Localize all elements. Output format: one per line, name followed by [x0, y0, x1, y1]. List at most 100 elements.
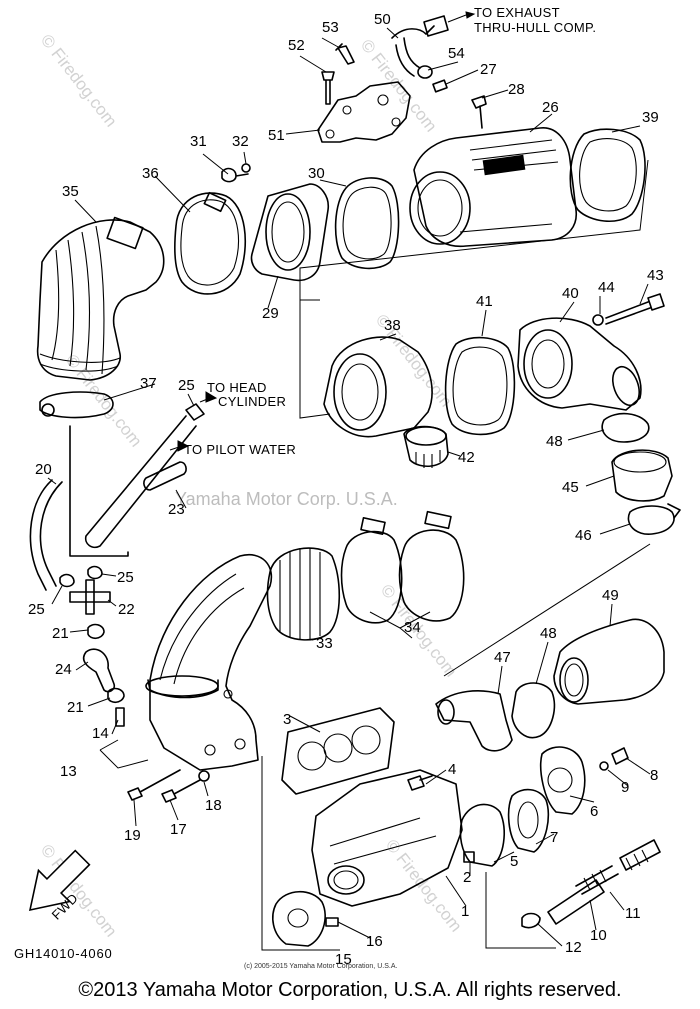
part-44-washer [592, 314, 604, 326]
callout-3: 3 [283, 711, 291, 728]
callout-6: 6 [590, 803, 598, 820]
callout-4: 4 [448, 761, 456, 778]
part-40-elbow [517, 317, 642, 411]
note-pilot-water: TO PILOT WATER [184, 442, 296, 457]
part-4-bolt [407, 775, 433, 791]
part-45-sleeve [611, 449, 673, 502]
callout-10: 10 [590, 927, 607, 944]
part-16-pin [325, 917, 339, 927]
part-41-gasket [444, 336, 516, 436]
part-15-flange [272, 890, 326, 947]
callout-48b: 48 [540, 625, 557, 642]
part-8-bolt [611, 747, 629, 765]
part-25-clip-left [59, 573, 75, 588]
part-17-bolt [161, 779, 201, 803]
callout-1: 1 [461, 903, 469, 920]
callout-48a: 48 [546, 433, 563, 450]
callout-25c: 25 [28, 601, 45, 618]
part-9-washer [599, 761, 609, 771]
callout-50: 50 [374, 11, 391, 28]
watermark-group: Yamaha Motor Corp. U.S.A. © Firedog.com … [37, 31, 466, 941]
part-37-clamp [39, 391, 114, 419]
part-27-pin [432, 79, 448, 93]
part-32-washer [241, 163, 251, 173]
callout-33: 33 [316, 635, 333, 652]
part-7-gasket [507, 788, 550, 853]
part-3-gasket [281, 707, 395, 795]
part-38-joint [323, 336, 433, 438]
part-18-washer [198, 770, 210, 782]
callout-35: 35 [62, 183, 79, 200]
part-6-cover [539, 746, 586, 815]
callout-38: 38 [384, 317, 401, 334]
note-thru-hull: THRU-HULL COMP. [474, 20, 596, 35]
callout-52: 52 [288, 37, 305, 54]
part-39-gasket [569, 128, 646, 222]
part-10-pipe [547, 879, 605, 925]
part-48-clamp-upper [601, 412, 650, 443]
left-hose-group [29, 403, 205, 727]
part-24-hose [82, 648, 116, 693]
part-34-clamp-left [340, 530, 403, 624]
part-26-exhaust-chamber [413, 127, 577, 248]
part-13-manifold [149, 553, 273, 771]
part-48-clamp-lower [511, 682, 556, 739]
callout-30: 30 [308, 165, 325, 182]
lower-manifold-assembly: FWD [28, 510, 665, 951]
part-46-clamp [627, 505, 675, 535]
callout-24: 24 [55, 661, 72, 678]
callout-25b: 25 [117, 569, 134, 586]
callout-15: 15 [335, 951, 352, 968]
part-51-bracket [317, 81, 411, 143]
callout-51: 51 [268, 127, 285, 144]
callout-22: 22 [118, 601, 135, 618]
part-35-hose [36, 219, 165, 381]
note-to-exhaust: TO EXHAUST [474, 5, 560, 20]
callout-36: 36 [142, 165, 159, 182]
watermark-site-3: © Firedog.com [62, 351, 146, 451]
part-54-clamp [417, 65, 433, 79]
copyright-footer: ©2013 Yamaha Motor Corporation, U.S.A. A… [78, 979, 622, 1001]
part-47-elbow [435, 690, 513, 752]
callout-21a: 21 [52, 625, 69, 642]
callout-39: 39 [642, 109, 659, 126]
part-19-bolt [127, 769, 181, 801]
callout-8: 8 [650, 767, 658, 784]
callout-13: 13 [60, 763, 77, 780]
callout-53: 53 [322, 19, 339, 36]
part-11-hose [575, 839, 661, 895]
callout-27: 27 [480, 61, 497, 78]
part-21-clamp-upper [87, 623, 105, 640]
part-50-hose [391, 25, 435, 77]
callout-42: 42 [458, 449, 475, 466]
part-30-gasket [334, 177, 400, 270]
callout-43: 43 [647, 267, 664, 284]
part-20-hose [29, 479, 63, 591]
callout-44: 44 [598, 279, 615, 296]
callout-32: 32 [232, 133, 249, 150]
callout-leaders [47, 27, 651, 947]
callout-18: 18 [205, 797, 222, 814]
part-34-clamp-right [398, 529, 465, 622]
callout-7: 7 [550, 829, 558, 846]
callout-34: 34 [404, 619, 421, 636]
part-14-pin [115, 707, 125, 727]
callout-12: 12 [565, 939, 582, 956]
part-31-bolt [221, 167, 249, 183]
callout-26: 26 [542, 99, 559, 116]
part-33-sleeve [266, 547, 341, 641]
part-1-exhaust-manifold [311, 769, 463, 907]
part-5-plate [459, 803, 505, 867]
part-42-valve [403, 425, 449, 467]
part-23-hose-long [84, 415, 197, 549]
callout-23: 23 [168, 501, 185, 518]
part-22-tee [69, 579, 111, 615]
note-cylinder: CYLINDER [218, 394, 286, 409]
callout-21b: 21 [67, 699, 84, 716]
part-50-pipe [423, 15, 449, 37]
callout-40: 40 [562, 285, 579, 302]
callout-45: 45 [562, 479, 579, 496]
part-12-clamp [521, 912, 541, 929]
callout-46: 46 [575, 527, 592, 544]
